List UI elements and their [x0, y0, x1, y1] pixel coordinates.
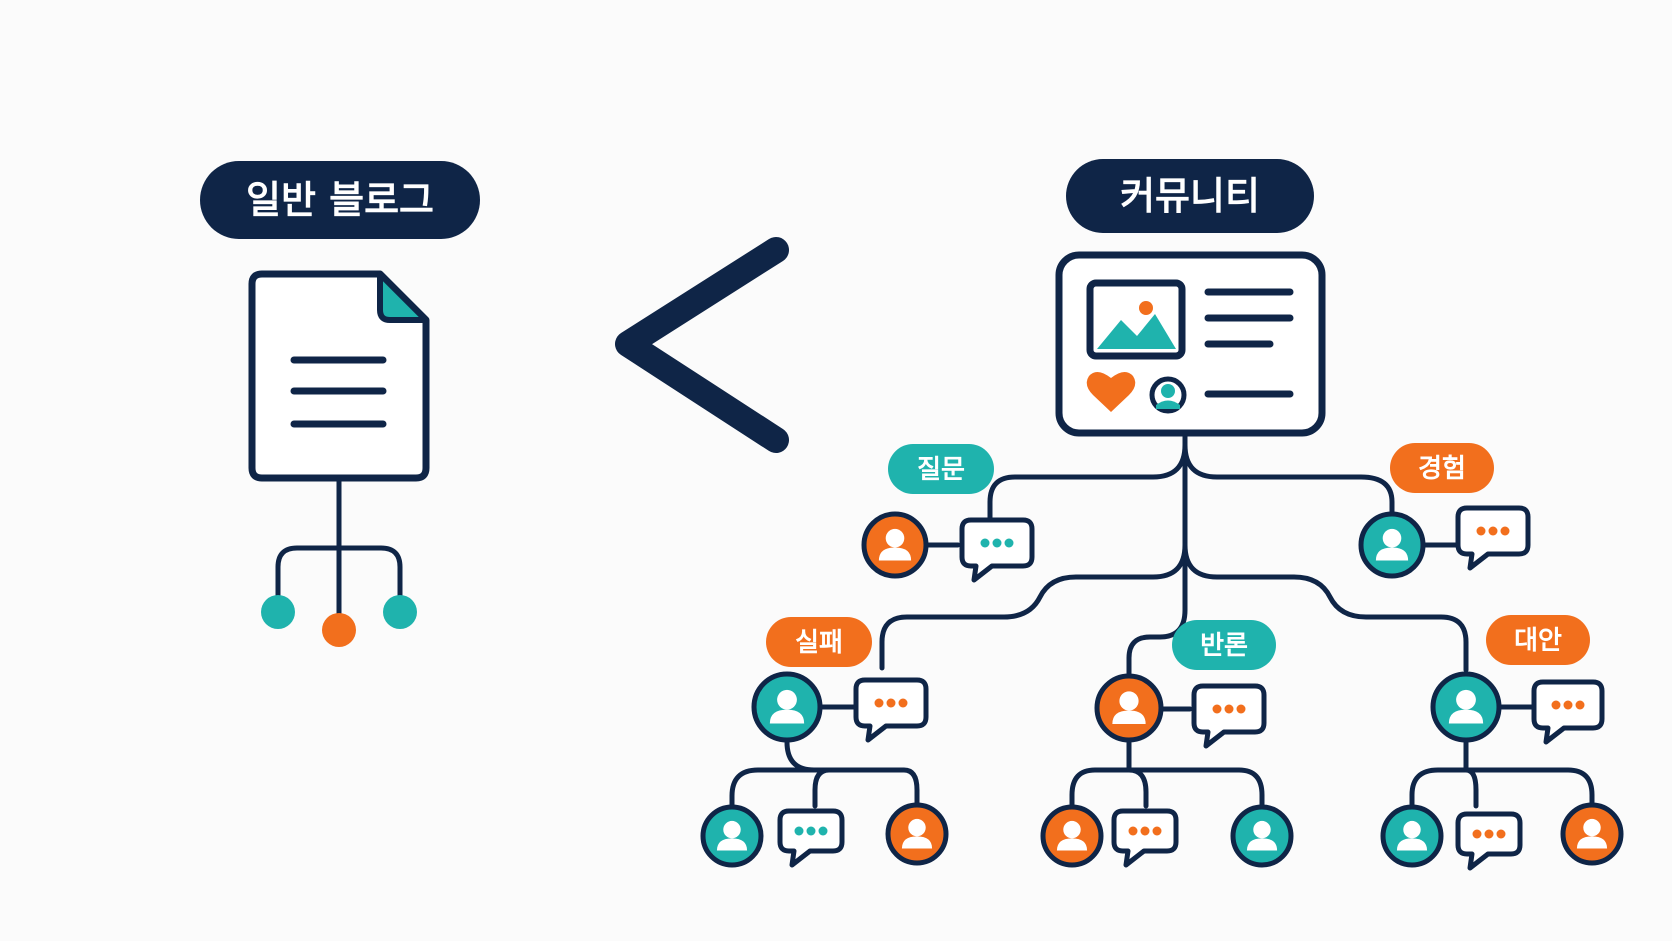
user-avatar-icon	[1094, 673, 1164, 743]
tag-question: 질문	[888, 444, 994, 494]
community-section: 커뮤니티	[700, 159, 1624, 871]
user-avatar-icon	[1358, 511, 1426, 579]
less-than-icon	[615, 237, 789, 453]
user-avatar-icon	[1380, 804, 1444, 868]
community-nodes	[700, 505, 1624, 871]
user-avatar-icon	[1560, 802, 1624, 866]
speech-bubble-icon	[853, 677, 929, 743]
speech-bubble-icon	[1191, 683, 1267, 749]
tag-experience: 경험	[1390, 443, 1494, 493]
tag-question-label: 질문	[917, 455, 965, 485]
document-icon	[248, 270, 430, 482]
tag-rebuttal-label: 반론	[1200, 631, 1248, 661]
tag-rebuttal: 반론	[1172, 620, 1276, 670]
teal-dot	[261, 595, 295, 629]
tag-failure-label: 실패	[795, 628, 843, 658]
user-avatar-icon	[1040, 804, 1104, 868]
speech-bubble-icon	[1111, 808, 1179, 868]
tag-alternative: 대안	[1486, 615, 1590, 665]
speech-bubble-icon	[1455, 505, 1531, 571]
speech-bubble-icon	[1531, 679, 1605, 745]
user-avatar-icon	[700, 804, 764, 868]
user-avatar-icon	[1430, 671, 1502, 743]
blog-title: 일반 블로그	[246, 178, 434, 222]
speech-bubble-icon	[959, 517, 1035, 583]
speech-bubble-icon	[1455, 811, 1523, 871]
blog-section: 일반 블로그	[200, 161, 480, 647]
orange-dot	[322, 613, 356, 647]
heart-icon	[1086, 371, 1136, 412]
user-avatar-icon	[1230, 804, 1294, 868]
tag-alternative-label: 대안	[1514, 626, 1562, 656]
image-icon	[1086, 279, 1186, 360]
tag-failure: 실패	[766, 617, 872, 667]
blog-tree-lines	[275, 475, 403, 625]
tag-experience-label: 경험	[1418, 454, 1466, 484]
teal-dot	[383, 595, 417, 629]
user-avatar-icon	[885, 802, 949, 866]
user-avatar-icon	[861, 511, 929, 579]
community-title: 커뮤니티	[1120, 174, 1260, 218]
post-card	[1055, 251, 1326, 437]
speech-bubble-icon	[777, 808, 845, 868]
user-avatar-icon	[751, 671, 823, 743]
community-title-pill: 커뮤니티	[1066, 159, 1314, 233]
blog-title-pill: 일반 블로그	[200, 161, 480, 239]
avatar-icon	[1149, 376, 1187, 414]
